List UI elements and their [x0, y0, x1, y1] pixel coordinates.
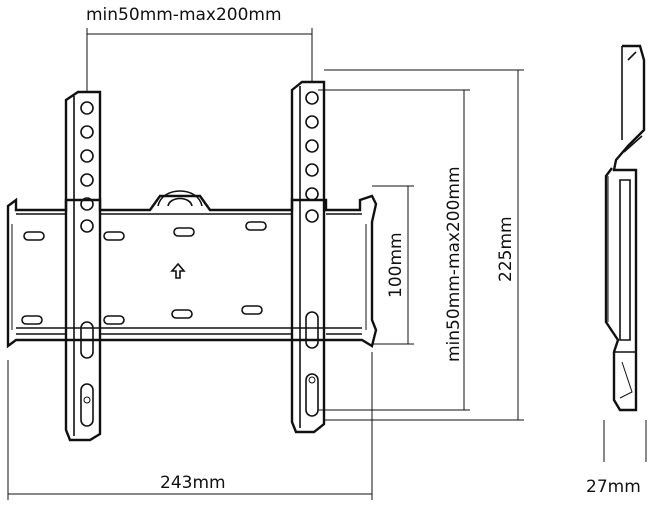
wall-plate	[6, 190, 378, 349]
top-width-label: min50mm-max200mm	[86, 5, 282, 25]
depth-label: 27mm	[586, 477, 641, 497]
total-width-label: 243mm	[160, 473, 226, 493]
total-height-label: 225mm	[496, 216, 516, 282]
dimension-lines	[7, 28, 647, 500]
bracket-height-label: 100mm	[386, 232, 406, 298]
left-vertical-arm	[64, 90, 102, 442]
right-vertical-arm	[290, 80, 326, 434]
vertical-spacing-label: min50mm-max200mm	[444, 166, 464, 362]
side-profile-view	[604, 44, 646, 412]
